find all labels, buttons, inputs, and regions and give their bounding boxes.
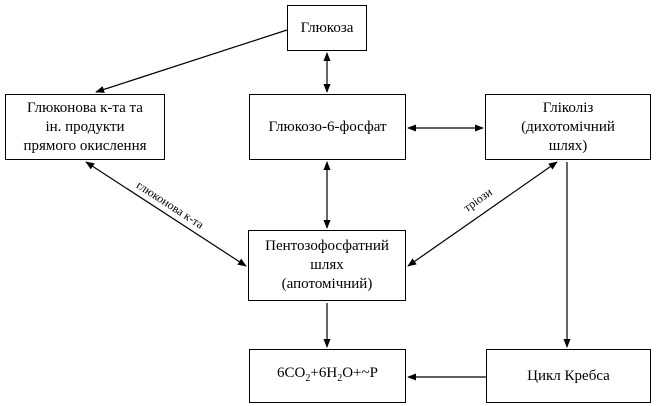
node-glucose: Глюкоза <box>287 5 367 51</box>
node-gluconic-acid-label: Глюконова к-та та ін. продукти прямого о… <box>23 99 147 154</box>
node-glucose-6-phosphate: Глюкозо-6-фосфат <box>249 94 406 160</box>
node-krebs-cycle: Цикл Кребса <box>486 349 651 403</box>
edge-glycolysis-pentose <box>407 161 558 267</box>
formula-part: 6CO <box>277 365 306 381</box>
formula-subscript: 2 <box>337 373 343 384</box>
formula-part: O+~P <box>342 365 378 381</box>
edge-label-trioses: тріози <box>461 185 496 215</box>
node-pentose-phosphate-label: Пентозофосфатний шлях (апотомічний) <box>265 238 389 292</box>
node-glucose-label: Глюкоза <box>300 19 354 36</box>
edge-gluconic-pentose <box>85 161 247 267</box>
edge-label-gluconic-acid: глюконова к-та <box>134 178 207 232</box>
node-glycolysis-label: Гліколіз (дихотомічний шлях) <box>521 99 615 154</box>
formula-part: +6H <box>310 365 338 381</box>
node-gluconic-acid: Глюконова к-та та ін. продукти прямого о… <box>5 94 165 160</box>
node-krebs-cycle-label: Цикл Кребса <box>527 367 610 384</box>
node-glucose-6-phosphate-label: Глюкозо-6-фосфат <box>268 118 387 135</box>
node-pentose-phosphate: Пентозофосфатний шлях (апотомічний) <box>248 230 406 301</box>
node-glycolysis: Гліколіз (дихотомічний шлях) <box>485 94 651 160</box>
node-co2-water: 6CO2+6H2O+~P <box>249 349 406 403</box>
node-co2-water-label: 6CO2+6H2O+~P <box>277 364 378 388</box>
formula-subscript: 2 <box>305 373 311 384</box>
edge-glucose-gluconic <box>95 29 288 93</box>
